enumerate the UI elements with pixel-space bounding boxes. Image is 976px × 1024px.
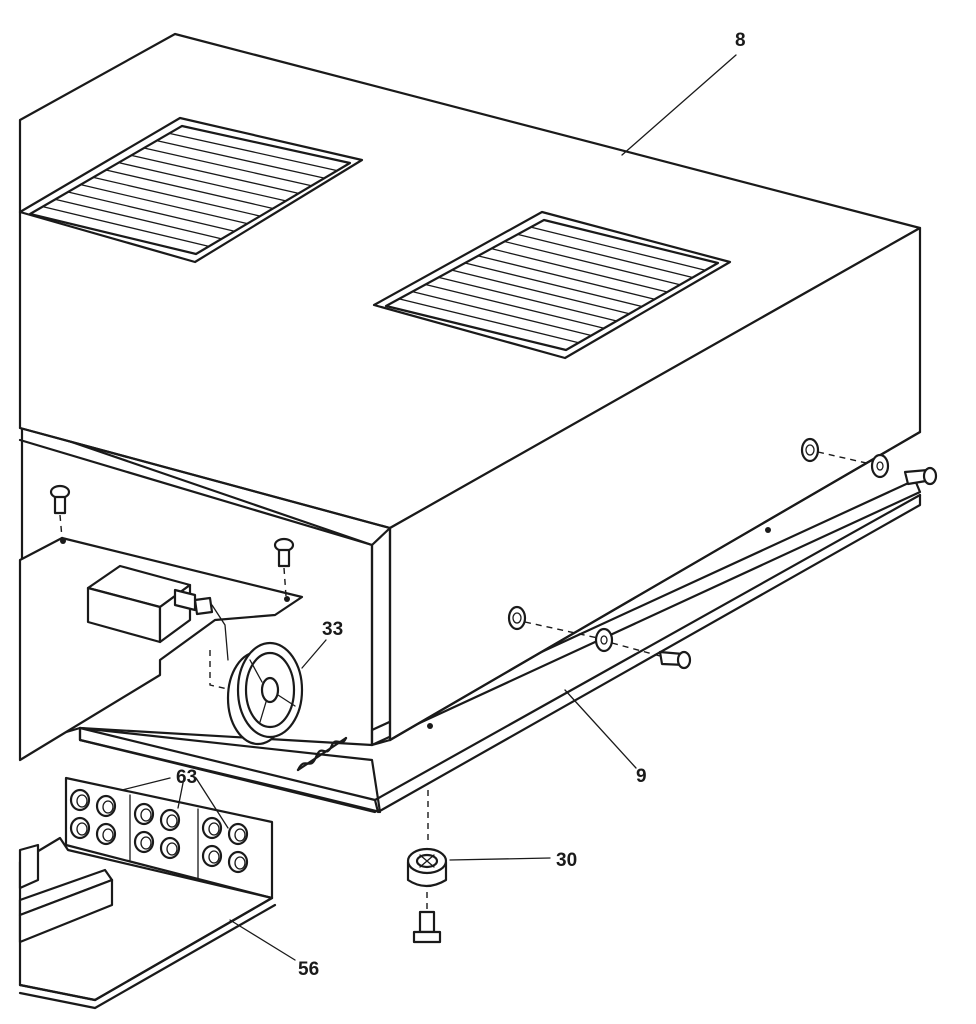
internal-chassis-board — [18, 484, 304, 762]
vent-slat — [92, 176, 261, 217]
jack-socket-core — [166, 842, 178, 856]
jack-socket-core — [102, 828, 114, 842]
callout-jack-boards: 63 — [176, 767, 197, 788]
vent-slat — [143, 147, 313, 187]
jack-socket — [201, 844, 223, 868]
jack-socket — [133, 802, 155, 826]
jack-socket-core — [208, 822, 220, 836]
callout-foot: 30 — [556, 850, 577, 871]
vent-slat — [530, 226, 706, 271]
jack-socket — [159, 808, 181, 832]
foot — [406, 790, 448, 944]
vent-slat — [80, 184, 248, 225]
callout-bottom-plate: 9 — [636, 766, 647, 787]
vent-slat — [54, 198, 223, 240]
jack-socket — [69, 816, 91, 840]
pulley — [226, 641, 304, 746]
jack-socket — [159, 836, 181, 860]
spring — [296, 736, 348, 772]
jack-socket — [69, 788, 91, 812]
jack-boards — [64, 776, 274, 900]
callout-circuit-board: 56 — [298, 959, 319, 980]
jack-socket — [95, 822, 117, 846]
vent-slat — [42, 206, 210, 248]
jack-socket-core — [166, 814, 178, 828]
jack-socket-core — [140, 836, 152, 850]
jack-socket-core — [102, 800, 114, 814]
vent-slat — [398, 298, 580, 344]
jack-socket-core — [208, 850, 220, 864]
vent-slat — [130, 154, 300, 194]
jack-socket — [227, 822, 249, 846]
vent-slat — [451, 269, 630, 315]
side-screw-assembly-lower — [507, 605, 692, 670]
vent-slat — [424, 283, 605, 329]
jack-socket — [95, 794, 117, 818]
jack-socket-core — [234, 828, 246, 842]
board-screw-left — [49, 484, 71, 544]
leader-lines — [121, 54, 737, 961]
vent-slat — [156, 140, 325, 179]
vent-grille-right — [372, 210, 732, 360]
vent-grille-left — [18, 116, 364, 264]
side-screw-assembly-upper — [800, 437, 938, 486]
vent-slat — [118, 162, 287, 202]
vent-slat — [464, 262, 643, 308]
vent-slat — [105, 169, 274, 210]
vent-slat — [517, 233, 694, 279]
vent-slat — [503, 240, 681, 286]
vent-slat — [67, 191, 236, 232]
jack-socket-core — [76, 822, 88, 836]
callout-cover: 8 — [735, 30, 746, 51]
jack-socket-core — [234, 856, 246, 870]
jack-socket-core — [140, 808, 152, 822]
vent-slat — [438, 276, 618, 322]
vent-slat — [168, 132, 338, 172]
vent-slat — [490, 248, 668, 293]
board-screw-right — [273, 537, 295, 602]
circuit-board — [18, 836, 277, 1010]
vent-slat — [411, 291, 592, 337]
jack-socket-core — [76, 794, 88, 808]
jack-socket — [133, 830, 155, 854]
vent-slat — [477, 255, 656, 300]
callout-pulley: 33 — [322, 619, 343, 640]
jack-socket — [227, 850, 249, 874]
jack-socket — [201, 816, 223, 840]
